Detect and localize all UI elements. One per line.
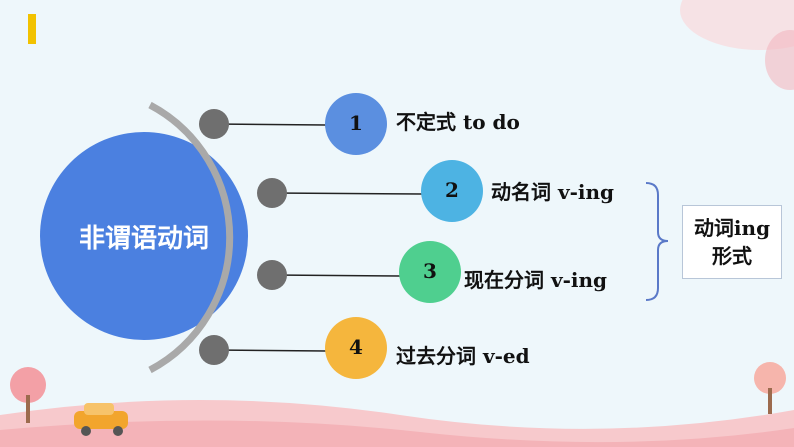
item-label-4: 过去分词 v-ed: [396, 344, 530, 368]
group-label-line2: 形式: [712, 244, 752, 268]
arc-node-3: [257, 260, 287, 290]
item-number-2: 2: [445, 178, 459, 202]
main-concept-label: 非谓语动词: [78, 224, 209, 254]
connector-line-4: [213, 349, 327, 352]
connector-line-3: [271, 274, 401, 277]
arc-node-2: [257, 178, 287, 208]
main-concept-circle: [40, 132, 248, 340]
item-label-1: 不定式 to do: [396, 110, 520, 134]
item-label-3: 现在分词 v-ing: [464, 268, 608, 292]
item-label-2: 动名词 v-ing: [491, 180, 615, 204]
connector-line-2: [271, 192, 423, 195]
item-circle-4: [325, 317, 387, 379]
arc-node-1: [199, 109, 229, 139]
item-circle-2: [421, 160, 483, 222]
connector-line-1: [213, 123, 327, 126]
group-bracket: [645, 182, 669, 301]
item-circle-3: [399, 241, 461, 303]
connector-arc: [148, 101, 234, 374]
item-circle-1: [325, 93, 387, 155]
item-number-4: 4: [349, 335, 363, 359]
arc-node-4: [199, 335, 229, 365]
item-number-1: 1: [349, 111, 363, 135]
title-accent-bar: [28, 14, 36, 44]
group-label-line1: 动词ing: [693, 216, 771, 240]
car-icon: [74, 411, 128, 429]
item-number-3: 3: [423, 259, 437, 283]
group-label-box: 动词ing 形式: [682, 205, 782, 279]
